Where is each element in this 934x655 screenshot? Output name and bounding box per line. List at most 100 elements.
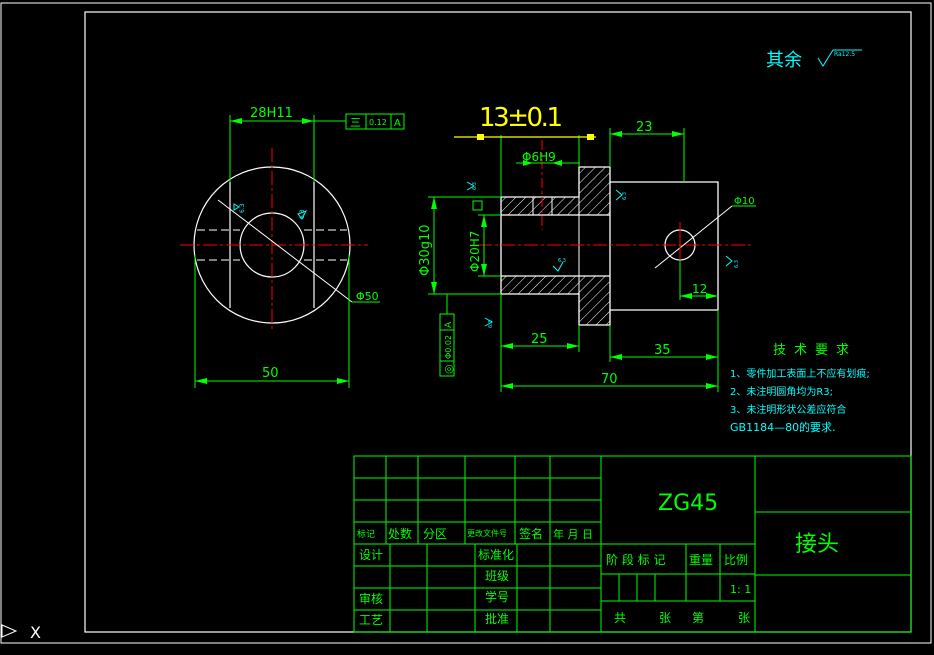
dim25-arrow-l [501,343,513,349]
tb-zone: 分区 [423,527,447,541]
ucs-arrow [1,624,18,638]
dim20-arrow-t [481,215,487,227]
runout-symbol: ◎ [442,364,455,374]
roughness-mark-3 [552,261,564,272]
tb-process: 工艺 [359,613,383,627]
tb-approve: 批准 [485,611,509,626]
dim6-arrow-r [552,160,562,166]
roughness-symbol [817,49,862,67]
section-view: Φ10 13±0.1 Φ6H9 23 Φ30g10 [418,103,756,392]
roughness-mark-2 [615,189,623,201]
dim-30g10: Φ30g10 [418,224,433,276]
tb-student-id: 学号 [485,589,509,604]
dim35-arrow-l [610,354,622,360]
tb-date: 年 月 日 [553,527,593,541]
roughness-mark-4 [725,255,733,267]
dim13-grip-2 [587,134,594,140]
tech-req-line-3: 3、未注明形状公差应符合 [730,403,846,416]
dim-35: 35 [654,343,671,358]
tb-change-doc: 更改文件号 [467,528,507,538]
roughness-right-symbol [297,210,308,220]
tb-sheet2: 张 [738,611,750,625]
tb-stage: 阶 段 标 记 [606,552,665,567]
tol-value: 0.12 [369,118,387,127]
tb-sheet: 张 [659,611,671,625]
tol-datum: A [394,118,401,129]
dim12-arrow-l [680,293,692,299]
tech-req-line-4: GB1184—80的要求. [730,420,836,434]
dim13-grip-1 [477,134,484,140]
tb-page: 第 [692,611,704,625]
tb-review: 审核 [359,591,383,606]
dim-diameter-50: Φ50 [356,290,379,303]
roughness-label-2: 6.3 [622,192,628,200]
tol-frame [345,113,405,130]
left-view: Φ50 28H11 三 0.12 A 50 6.3 6.3 [180,106,405,388]
dim-13[interactable]: 13±0.1 [479,103,563,133]
tb-mark: 标记 [357,528,375,540]
tb-part-name: 接头 [795,532,839,557]
datum-a-box [472,200,483,211]
tech-req-line-1: 1、零件加工表面上不应有划痕; [730,367,870,380]
roughness-left-symbol [233,203,240,211]
cross-hole-leader [654,205,733,269]
dim70-arrow-r [706,383,718,389]
outer-border [0,2,932,644]
dim30-arrow-t [431,197,437,209]
dim-12: 12 [692,282,707,296]
arrow-top-right [302,118,314,124]
dim-23: 23 [636,120,653,135]
dim6-arrow-l [523,160,533,166]
tb-signature: 签名 [519,526,543,541]
tech-req-heading: 技术要求 [773,343,857,358]
surface-note-roughness: Ra12.5 [834,51,855,58]
dim-25: 25 [531,332,548,347]
roughness-mark-5 [484,317,494,327]
hatch-top-left [501,167,610,215]
tb-class: 班级 [485,569,509,583]
tb-count: 处数 [388,526,412,541]
arrow-bottom-right [337,378,349,384]
technical-requirements: 技术要求 1、零件加工表面上不应有划痕; 2、未注明圆角均为R3; 3、未注明形… [730,343,870,434]
dim12-arrow-r [706,293,718,299]
tol-symbol: 三 [350,116,361,129]
roughness-label-5: 6.3 [488,320,494,328]
roughness-right: 6.3 [299,209,306,219]
tb-design: 设计 [359,548,383,562]
roughness-label-1: 6.3 [472,182,478,190]
dim-hole: Φ10 [734,196,755,207]
dim-70: 70 [601,372,618,387]
dim-20h7: Φ20H7 [468,231,482,272]
tb-standard: 标准化 [478,548,514,562]
dim25-arrow-r [567,343,579,349]
ucs-icon: X [1,623,41,642]
hatch-bottom-left [501,276,610,325]
tb-total: 共 [614,611,626,625]
dim23-arrow-r [672,131,684,137]
tb-scale-value: 1: 1 [730,583,751,596]
arrow-top-left [230,118,242,124]
runout-frame [439,313,455,377]
dim-28h11: 28H11 [250,106,293,121]
tb-weight: 重量 [689,553,713,567]
title-block [353,455,912,633]
tb-material: ZG45 [658,491,718,516]
dim70-arrow-l [501,383,513,389]
roughness-left: 6.3 [239,203,246,213]
dim30-arrow-b [431,282,437,294]
dim-6h9: Φ6H9 [522,150,556,164]
roughness-marks [466,181,733,327]
runout-datum: A [444,321,454,328]
dim20-arrow-b [481,264,487,276]
dim-50: 50 [262,366,279,381]
tech-req-line-2: 2、未注明圆角均为R3; [730,385,833,398]
surface-note-label: 其余 [766,50,802,71]
dim23-arrow-l [610,131,622,137]
title-block-text: ZG45 接头 标记 处数 分区 更改文件号 签名 年 月 日 设计 标准化 班… [357,491,839,627]
roughness-label-4: 6.3 [734,260,740,268]
surface-note: 其余 Ra12.5 [766,49,862,71]
roughness-label-3: 6.3 [558,258,566,264]
runout-value: Φ0.02 [444,335,453,359]
roughness-mark-1 [466,181,476,191]
